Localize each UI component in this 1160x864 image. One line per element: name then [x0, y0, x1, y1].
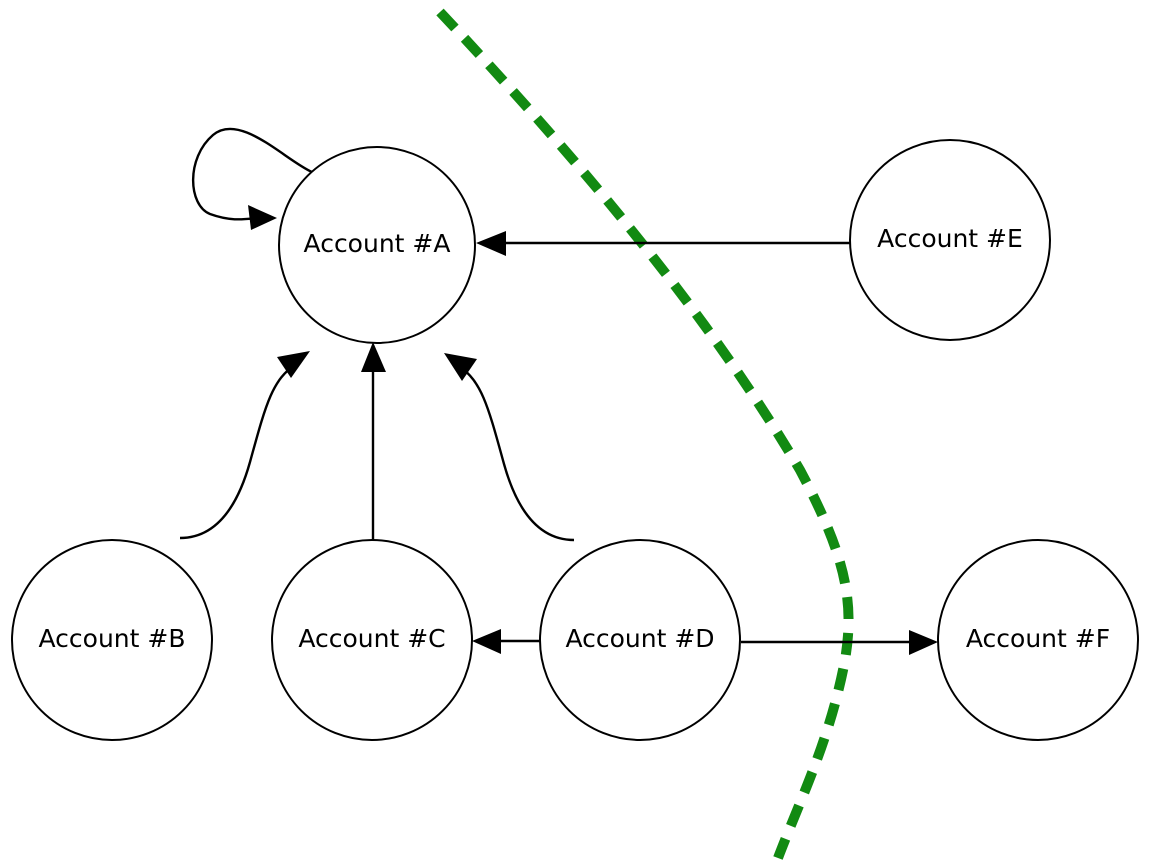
node-account-d[interactable]: Account #D [539, 539, 741, 741]
node-account-a[interactable]: Account #A [278, 146, 476, 344]
node-account-b-circle [11, 539, 213, 741]
node-account-e[interactable]: Account #E [849, 139, 1051, 341]
node-account-e-circle [849, 139, 1051, 341]
edge-b-to-a[interactable] [179, 351, 310, 540]
node-account-c-circle [271, 539, 473, 741]
edge-a-to-a[interactable] [192, 127, 313, 230]
edge-e-to-a-arrowhead [476, 231, 506, 256]
node-account-f-circle [937, 539, 1139, 741]
node-account-b[interactable]: Account #B [11, 539, 213, 741]
edge-d-to-c[interactable] [472, 629, 540, 654]
edge-d-to-f-arrowhead [909, 630, 938, 655]
edge-b-to-a-line [179, 363, 297, 540]
edge-c-to-a[interactable] [361, 342, 386, 540]
edge-d-to-f[interactable] [741, 630, 938, 655]
edge-c-to-a-arrowhead [361, 342, 386, 372]
node-account-f[interactable]: Account #F [937, 539, 1139, 741]
edge-a-to-a-line [192, 127, 313, 221]
edge-d-to-a-arrowhead [444, 353, 477, 381]
node-account-d-circle [539, 539, 741, 741]
edge-a-to-a-arrowhead [248, 205, 277, 230]
jurisdiction-boundary-line [436, 8, 854, 860]
node-account-a-circle [278, 146, 476, 344]
edge-e-to-a[interactable] [476, 231, 850, 256]
node-account-c[interactable]: Account #C [271, 539, 473, 741]
edge-d-to-c-arrowhead [472, 629, 501, 654]
edge-d-to-a-line [458, 365, 575, 542]
edge-d-to-a[interactable] [444, 353, 575, 542]
edge-b-to-a-arrowhead [277, 351, 310, 378]
